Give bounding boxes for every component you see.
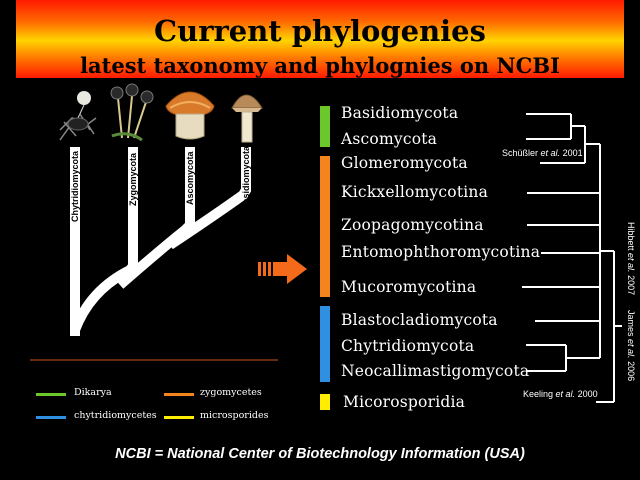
taxon-label: Zoopagomycotina	[341, 216, 484, 234]
taxon-label: Neocallimastigomycota	[341, 362, 530, 380]
microsporides-bar	[320, 394, 330, 410]
legend-swatch-dikarya	[36, 393, 66, 396]
zygomycetes-bar	[320, 156, 330, 297]
taxon-label: Ascomycota	[341, 130, 438, 148]
legend-swatch-microsporides	[164, 416, 194, 419]
taxon-label: Micorosporidia	[343, 393, 466, 411]
legend-swatch-chytridiomycetes	[36, 416, 66, 419]
page-title: Current phylogenies	[154, 14, 486, 48]
taxon-label: Mucoromycotina	[341, 278, 477, 296]
legend-label: chytridiomycetes	[74, 410, 157, 421]
taxon-label: Basidiomycota	[341, 104, 459, 122]
citation-james: James et al. 2006	[626, 310, 636, 382]
citation-hibbett: Hibbett et al. 2007	[626, 222, 636, 296]
taxon-label: Blastocladiomycota	[341, 311, 498, 329]
citation-schussler: Schüßler et al. 2001	[502, 148, 583, 158]
right-cladogram	[522, 113, 622, 403]
legend-swatch-zygomycetes	[164, 393, 194, 396]
right-arrow-icon	[258, 254, 307, 284]
legend-label: Dikarya	[74, 387, 112, 398]
ascomycete-illustration	[165, 91, 215, 140]
chytridiomycetes-bar	[320, 306, 330, 382]
legend-label: microsporides	[200, 410, 269, 421]
chytrid-illustration	[59, 91, 97, 141]
taxon-label: Glomeromycota	[341, 154, 468, 172]
legend-label: zygomycetes	[200, 387, 262, 398]
zygomycete-illustration	[110, 83, 154, 142]
footer-note: NCBI = National Center of Biotechnology …	[115, 446, 525, 462]
branch-label-ascomycota: Ascomycota	[185, 151, 195, 205]
citation-keeling: Keeling et al. 2000	[523, 389, 598, 399]
left-cladogram	[70, 147, 251, 336]
dikarya-bar	[320, 106, 330, 147]
page-subtitle: latest taxonomy and phylognies on NCBI	[80, 53, 560, 78]
title-banner	[16, 0, 624, 78]
taxon-label: Entomophthoromycotina	[341, 243, 541, 261]
taxon-label: Chytridiomycota	[341, 337, 475, 355]
basidiomycete-illustration	[231, 94, 263, 143]
branch-label-basidiomycota: Basidiomycota	[241, 145, 251, 210]
branch-label-chytridiomycota: Chytridiomycota	[70, 150, 80, 222]
branch-label-zygomycota: Zygomycota	[128, 152, 138, 206]
taxon-label: Kickxellomycotina	[341, 183, 489, 201]
